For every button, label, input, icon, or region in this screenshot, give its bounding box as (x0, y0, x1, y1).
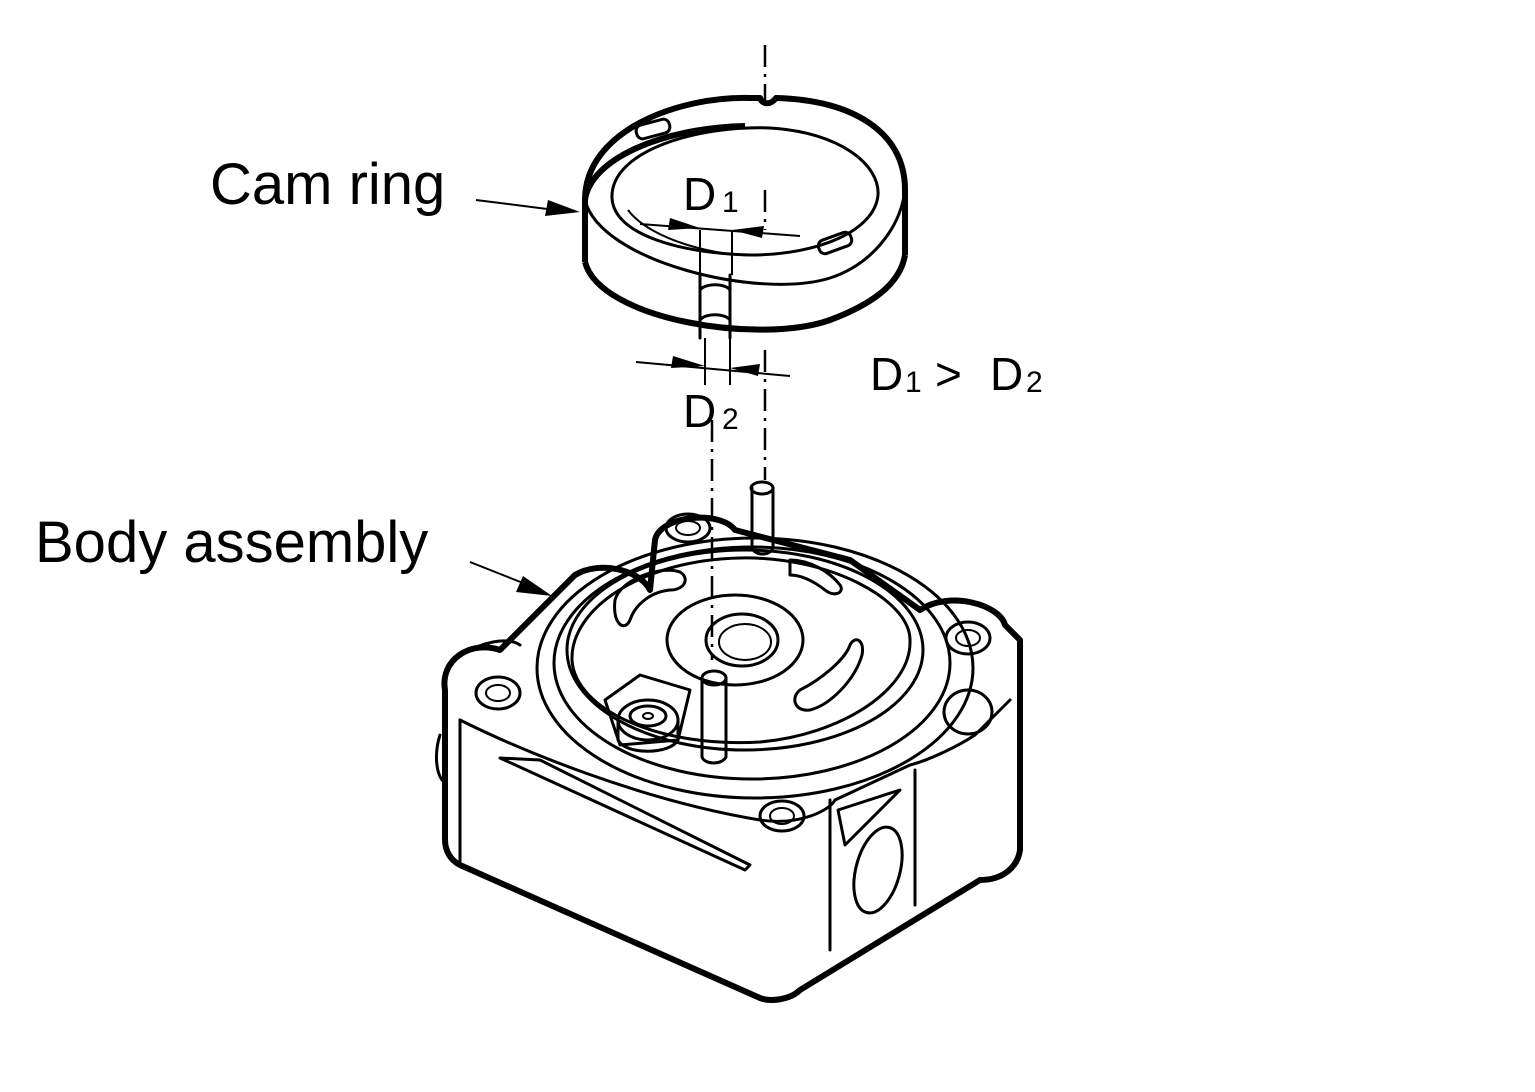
body-assembly-callout: Body assembly (35, 510, 552, 596)
d2-dimension: D 2 (635, 338, 791, 437)
d2-subscript: 2 (722, 403, 739, 436)
cam-ring-callout: Cam ring (210, 152, 580, 217)
cam-ring-arrow-icon (545, 200, 580, 216)
relation-right: D (990, 348, 1023, 400)
relation-operator: > (935, 348, 962, 400)
relation-right-sub: 2 (1026, 366, 1043, 399)
cam-ring-label: Cam ring (210, 152, 445, 217)
d1-dimension: D 1 (639, 168, 801, 275)
relation-left: D (870, 348, 903, 400)
d2-label: D (683, 385, 716, 437)
body-assembly (435, 480, 1023, 1003)
dimension-relation: D 1 > D 2 (870, 348, 1043, 400)
d1-subscript: 1 (722, 186, 739, 219)
center-lines (710, 45, 767, 660)
cam-ring (582, 94, 908, 340)
body-assembly-label: Body assembly (35, 510, 428, 575)
relation-left-sub: 1 (905, 366, 922, 399)
d1-label: D (683, 168, 716, 220)
body-assembly-arrow-icon (516, 576, 552, 596)
